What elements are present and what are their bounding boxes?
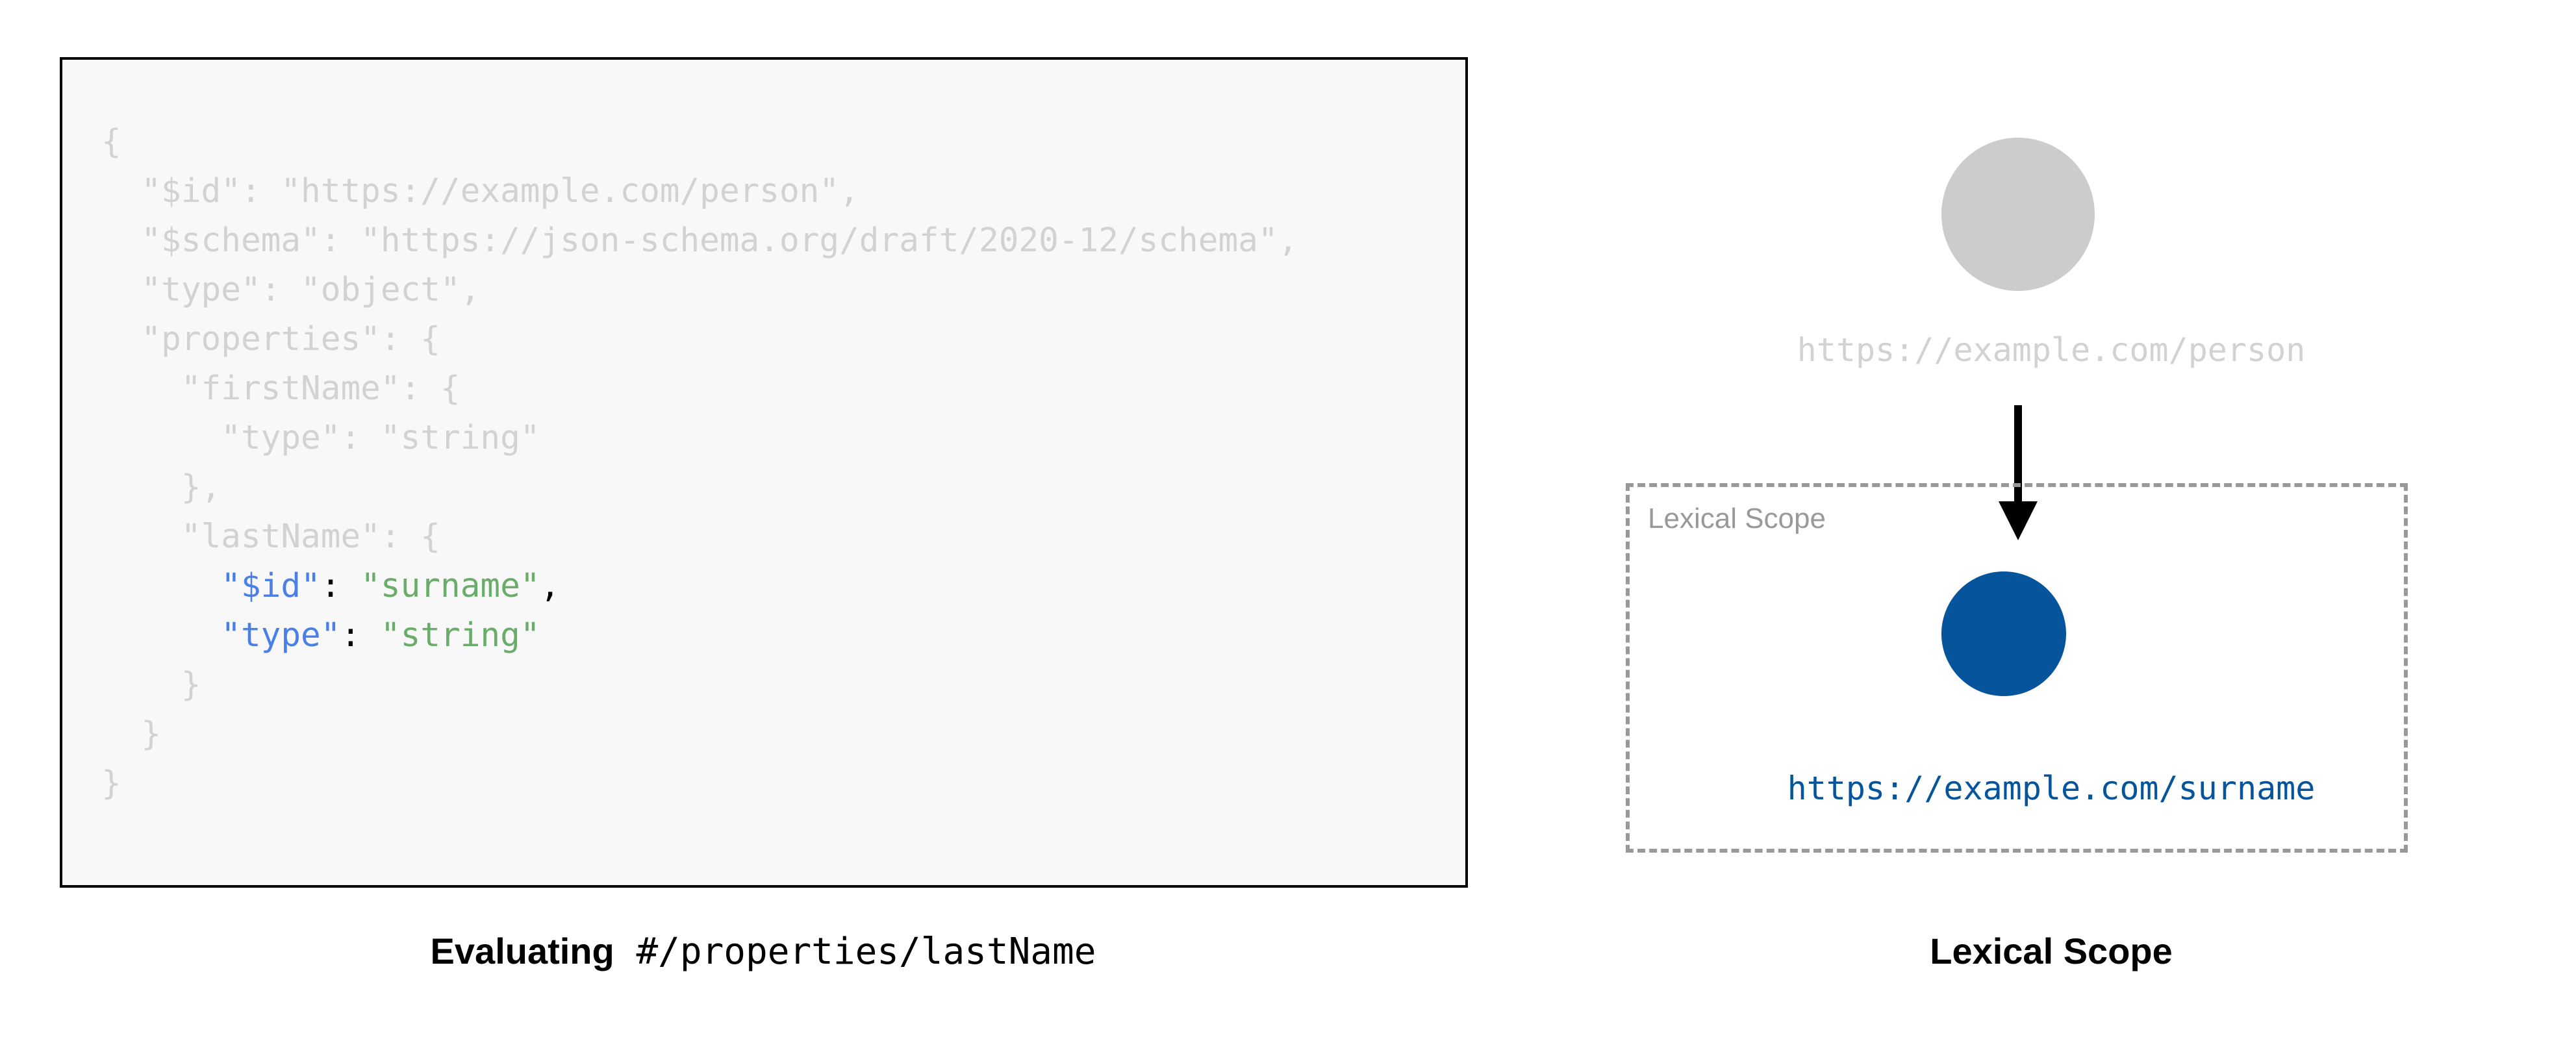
code-line: "lastName": {: [101, 512, 1298, 562]
schema-code-panel: { "$id": "https://example.com/person", "…: [0, 57, 1526, 973]
code-line: "$id": "https://example.com/person",: [101, 167, 1298, 216]
left-caption: Evaluating #/properties/lastName: [0, 930, 1526, 973]
code-line: "type": "object",: [101, 266, 1298, 315]
code-token: },: [181, 468, 221, 507]
code-token: }: [181, 666, 201, 704]
code-line: {: [101, 118, 1298, 167]
code-line: }: [101, 759, 1298, 808]
code-line: "type": "string": [101, 611, 1298, 660]
inner-schema-node-circle: [1941, 571, 2066, 696]
code-token: "type": [221, 616, 341, 655]
code-line: },: [101, 463, 1298, 512]
code-token: :: [340, 616, 381, 655]
code-line: "$id": "surname",: [101, 562, 1298, 611]
arrow-down-icon: [1999, 405, 2038, 540]
code-token: "$id": "https://example.com/person",: [141, 172, 859, 210]
left-caption-pointer: #/properties/lastName: [636, 931, 1096, 973]
left-caption-strong: Evaluating: [430, 931, 614, 971]
code-token: "$schema": "https://json-schema.org/draf…: [141, 221, 1298, 260]
code-token: }: [141, 715, 162, 753]
outer-schema-node-circle: [1941, 138, 2095, 291]
code-token: "type": "object",: [141, 271, 481, 309]
code-token: "lastName": {: [181, 518, 440, 556]
lexical-scope-box: Lexical Scope: [1626, 483, 2408, 853]
code-token: "string": [380, 616, 540, 655]
right-caption: Lexical Scope: [1930, 931, 2173, 971]
code-token: "firstName": {: [181, 369, 461, 408]
code-token: ,: [540, 567, 561, 605]
code-line: "$schema": "https://json-schema.org/draf…: [101, 216, 1298, 266]
code-line: }: [101, 710, 1298, 759]
inner-schema-node-label: https://example.com/surname: [1787, 770, 2316, 807]
code-line: "firstName": {: [101, 364, 1298, 414]
code-token: "properties": {: [141, 320, 440, 358]
code-token: {: [101, 123, 121, 161]
code-token: "type": "string": [221, 419, 540, 457]
code-line: "type": "string": [101, 414, 1298, 463]
code-token: :: [320, 567, 361, 605]
code-token: "surname": [360, 567, 540, 605]
outer-schema-node-label: https://example.com/person: [1797, 331, 2306, 369]
lexical-scope-box-label: Lexical Scope: [1648, 503, 1826, 534]
code-line: }: [101, 660, 1298, 710]
code-line: "properties": {: [101, 315, 1298, 364]
code-token: "$id": [221, 567, 321, 605]
code-block: { "$id": "https://example.com/person", "…: [60, 57, 1468, 888]
lexical-scope-diagram-panel: https://example.com/person Lexical Scope…: [1526, 0, 2576, 1039]
code-token: }: [101, 764, 121, 803]
code-listing: { "$id": "https://example.com/person", "…: [101, 118, 1298, 808]
